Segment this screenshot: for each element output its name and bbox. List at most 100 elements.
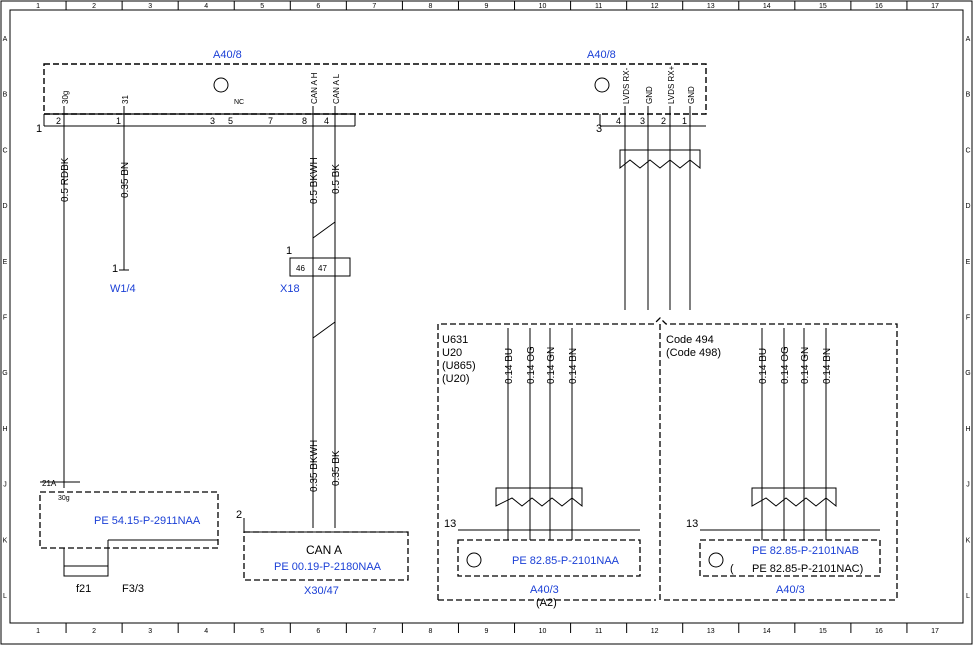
pin-label-gnd-1: GND: [645, 86, 654, 104]
grid-column-label: 9: [485, 3, 489, 10]
pin-x18-46: 46: [296, 264, 305, 273]
pin-w1-4: 1: [112, 263, 118, 275]
grid-row-label: K: [3, 537, 8, 544]
pin-label-can-h: CAN A H: [310, 72, 319, 104]
grid-row-label: C: [965, 147, 970, 154]
grid-column-label: 16: [875, 628, 883, 635]
pin-5: 5: [228, 116, 233, 126]
grid-column-label: 14: [763, 628, 771, 635]
wire-label-r1: 0.14 BU: [758, 348, 769, 384]
x30-47-housing: [243, 531, 409, 581]
label-w1-4: W1/4: [110, 283, 136, 295]
grid-column-label: 2: [92, 3, 96, 10]
control-unit-symbol-mid: [466, 552, 482, 568]
label-f21: f21: [76, 583, 91, 595]
grid-column-label: 1: [36, 3, 40, 10]
grid-column-label: 12: [651, 3, 659, 10]
wire-label-r2: 0.14 OG: [780, 346, 791, 384]
grid-column-label: 7: [372, 628, 376, 635]
grid-row-label: B: [966, 92, 971, 99]
grid-column-label: 5: [260, 3, 264, 10]
grid-row-label: A: [3, 36, 8, 43]
wire-label-m4: 0.14 BN: [568, 348, 579, 384]
wire-label-w5: 0.35 BKWH: [309, 440, 320, 492]
label-13-mid: 13: [444, 518, 456, 530]
grid-row-label: D: [2, 203, 7, 210]
grid-column-label: 5: [260, 628, 264, 635]
grid-row-label: E: [966, 259, 971, 266]
label-21a: 21A: [42, 479, 57, 488]
grid-row-label: K: [966, 537, 971, 544]
grid-column-label: 1: [36, 628, 40, 635]
pin-label-lvds-rx-minus: LVDS RX-: [622, 67, 631, 104]
code-right-1: Code 494: [666, 334, 714, 346]
grid-column-label: 3: [148, 628, 152, 635]
shield-symbol-mid: [495, 487, 583, 508]
pin-label-31: 31: [121, 95, 130, 104]
label-13-right: 13: [686, 518, 698, 530]
grid-row-label: B: [3, 92, 8, 99]
grid-column-label: 8: [428, 3, 432, 10]
ref-pe-00[interactable]: PE 00.19-P-2180NAA: [274, 561, 382, 573]
wire-label-w6: 0.35 BK: [331, 450, 342, 486]
grid-column-label: 4: [204, 3, 208, 10]
wire-label-w1: 0.5 RDBK: [60, 157, 71, 202]
pin-label-lvds-rx-plus: LVDS RX+: [667, 65, 676, 104]
grid-column-label: 13: [707, 628, 715, 635]
grid-row-label: D: [965, 203, 970, 210]
fuse-f21: [63, 565, 109, 577]
grid-ruler: 1122334455667788991010111112121313141415…: [2, 1, 971, 635]
grid-column-label: 11: [595, 628, 602, 635]
wire-label-m1: 0.14 BU: [504, 348, 515, 384]
pin-3: 3: [210, 116, 215, 126]
grid-column-label: 13: [707, 3, 715, 10]
grid-row-label: J: [966, 482, 970, 489]
grid-row-label: L: [966, 593, 970, 600]
pin-1: 1: [116, 116, 121, 126]
control-unit-symbol-right: [594, 77, 610, 93]
label-a40-8-right: A40/8: [587, 49, 616, 61]
a40-8-housing: [43, 63, 707, 115]
grid-column-label: 17: [931, 628, 939, 635]
grid-row-label: H: [2, 426, 7, 433]
ref-pe-54[interactable]: PE 54.15-P-2911NAA: [94, 515, 201, 527]
wire-label-m3: 0.14 GN: [546, 347, 557, 384]
wire-label-r4: 0.14 BN: [822, 348, 833, 384]
label-30g: 30g: [58, 495, 70, 502]
ref-pe-82c[interactable]: PE 82.85-P-2101NAC): [752, 563, 863, 575]
wire-label-w4: 0.5 BK: [331, 164, 342, 194]
grid-column-label: 9: [485, 628, 489, 635]
label-a2: (A2): [536, 597, 557, 609]
variant-bracket: [437, 317, 898, 600]
twist-marks: [312, 221, 336, 339]
grid-row-label: A: [966, 36, 971, 43]
pin-4: 4: [324, 116, 329, 126]
pin-x18-1: 1: [286, 245, 292, 257]
pin-nc: NC: [234, 99, 244, 106]
grid-column-label: 10: [539, 3, 547, 10]
grid-row-label: J: [3, 482, 7, 489]
wire-label-r3: 0.14 GN: [800, 347, 811, 384]
grid-row-label: C: [2, 147, 7, 154]
label-can-a: CAN A: [306, 543, 342, 557]
label-connector-3: 3: [596, 123, 602, 135]
grid-row-label: H: [965, 426, 970, 433]
label-a40-8-left: A40/8: [213, 49, 242, 61]
grid-row-label: E: [3, 259, 8, 266]
grid-column-label: 16: [875, 3, 883, 10]
pin-r3: 3: [640, 116, 645, 126]
pin-label-30g: 30g: [61, 91, 70, 104]
grid-column-label: 15: [819, 628, 827, 635]
ref-pe-82b[interactable]: PE 82.85-P-2101NAB: [752, 545, 859, 557]
grid-column-label: 7: [372, 3, 376, 10]
ref-pe-82a[interactable]: PE 82.85-P-2101NAA: [512, 555, 620, 567]
a40-3-right-housing: [699, 539, 881, 577]
shield-symbol-top: [619, 149, 701, 170]
code-left-3: (U865): [442, 360, 476, 372]
grid-column-label: 14: [763, 3, 771, 10]
code-left-1: U631: [442, 334, 468, 346]
pin-2: 2: [56, 116, 61, 126]
grid-column-label: 15: [819, 3, 827, 10]
